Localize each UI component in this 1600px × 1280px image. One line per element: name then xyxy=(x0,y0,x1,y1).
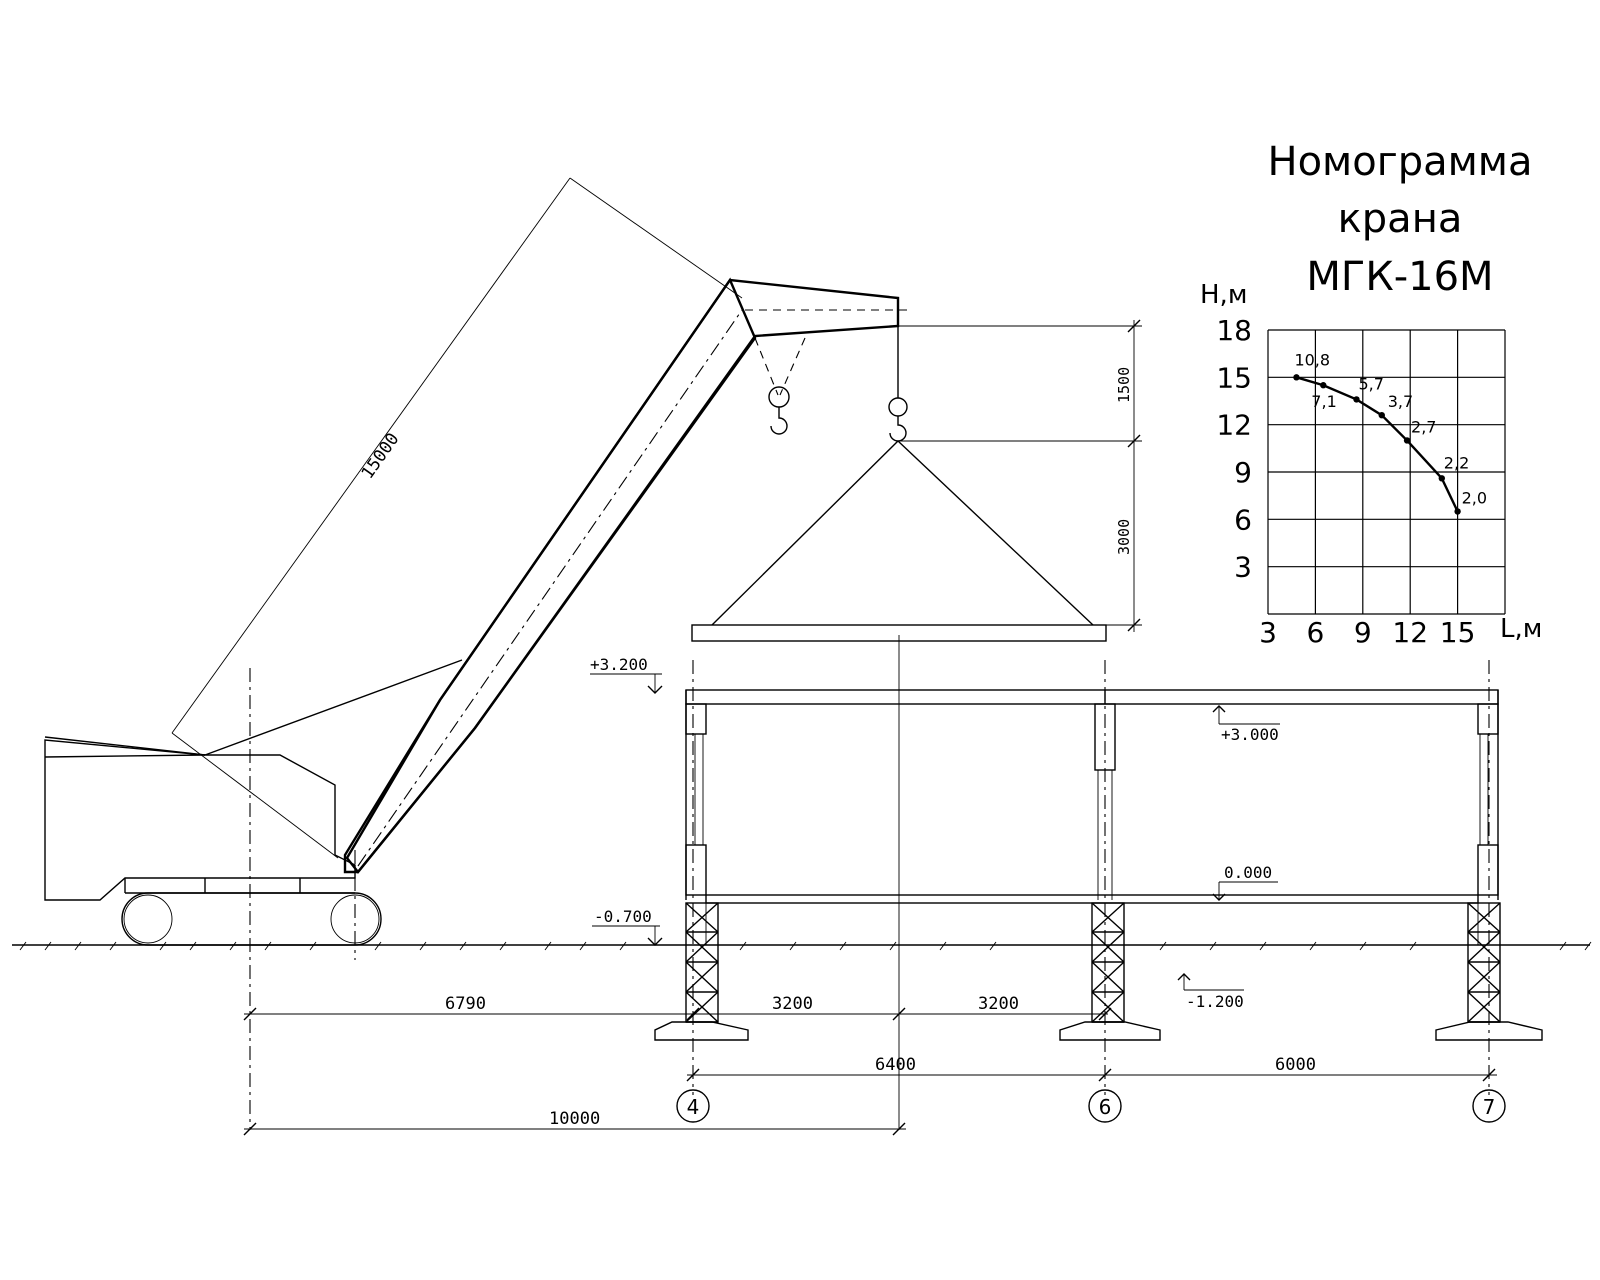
chart-point xyxy=(1438,475,1446,482)
ground-hatch-mark xyxy=(1359,941,1367,951)
lattice-column xyxy=(685,902,719,1023)
ground-hatch-mark xyxy=(1259,941,1267,951)
title-line-1: Номограмма xyxy=(1268,139,1533,185)
dim-6400: 6400 xyxy=(875,1055,916,1075)
ground-hatch-mark xyxy=(889,941,897,951)
auxiliary-hook-icon xyxy=(768,386,790,408)
chart-y-axis-label: H,м xyxy=(1200,280,1247,310)
ground-hatch-mark xyxy=(1209,941,1217,951)
ground-hatch-mark xyxy=(1159,941,1167,951)
ground-hatch-mark xyxy=(309,941,317,951)
level-minus-0700: -0.700 xyxy=(594,907,652,926)
ground-hatch-mark xyxy=(739,941,747,951)
ground-hatch-mark xyxy=(989,941,997,951)
dim-3200-a: 3200 xyxy=(772,994,813,1014)
chart-point-label: 5,7 xyxy=(1358,374,1383,393)
dimensions: 6790 3200 3200 6400 6000 10000 xyxy=(243,635,1497,1136)
ground-hatch-mark xyxy=(74,941,82,951)
ground-hatch-mark xyxy=(459,941,467,951)
chart-point-label: 2,7 xyxy=(1411,417,1436,436)
chart-point xyxy=(1403,437,1411,444)
chart-point-label: 3,7 xyxy=(1388,392,1413,411)
dim-6790: 6790 xyxy=(445,994,486,1014)
chart-point-label: 7,1 xyxy=(1311,392,1336,411)
title-line-3: МГК-16М xyxy=(1306,254,1493,300)
dim-10000: 10000 xyxy=(549,1109,600,1129)
axis-label-4: 4 xyxy=(687,1095,700,1119)
chart-point-label: 10,8 xyxy=(1294,350,1330,369)
chart-y-tick-label: 12 xyxy=(1216,409,1252,442)
axis-circle-6 xyxy=(1088,1089,1122,1123)
level-minus-1200: -1.200 xyxy=(1186,992,1244,1011)
ground-hatch-mark xyxy=(374,941,382,951)
lattice-column xyxy=(1091,902,1125,1023)
chart-point xyxy=(1378,412,1385,419)
grid-axis-markers: 4 6 7 xyxy=(676,1089,1506,1123)
ground-hatch-mark xyxy=(499,941,507,951)
title-block: Номограмма крана МГК-16М xyxy=(1268,139,1533,300)
ground xyxy=(12,941,1592,951)
ground-hatch-mark xyxy=(44,941,52,951)
dim-3200-b: 3200 xyxy=(978,994,1019,1014)
axis-label-6: 6 xyxy=(1099,1095,1112,1119)
chart-y-tick-label: 9 xyxy=(1234,456,1252,489)
chart-point-label: 2,0 xyxy=(1462,488,1487,507)
ground-hatch-mark xyxy=(109,941,117,951)
dim-6000: 6000 xyxy=(1275,1055,1316,1075)
ground-hatch-mark xyxy=(1409,941,1417,951)
chart-points: 10,8 7,1 5,7 3,7 2,7 2,2 2,0 xyxy=(1293,350,1487,515)
chart-x-tick-label: 3 xyxy=(1259,616,1277,649)
ground-hatch-mark xyxy=(939,941,947,951)
chart-x-tick-label: 6 xyxy=(1306,616,1324,649)
chart-point xyxy=(1454,508,1461,515)
ground-hatch-mark xyxy=(264,941,272,951)
chart-y-ticks: 3 6 9 12 15 18 xyxy=(1216,314,1252,584)
building xyxy=(654,660,1543,1095)
chart-x-axis-label: L,м xyxy=(1500,614,1542,644)
chart-y-tick-label: 3 xyxy=(1234,551,1252,584)
ground-hatch-mark xyxy=(1584,941,1592,951)
ground-hatch-mark xyxy=(579,941,587,951)
level-marks: +3.200 +3.000 0.000 -0.700 -1.200 xyxy=(590,655,1280,1011)
chart-x-tick-label: 15 xyxy=(1440,616,1476,649)
chart-x-tick-label: 12 xyxy=(1392,616,1428,649)
ground-hatch-mark xyxy=(19,941,27,951)
level-zero: 0.000 xyxy=(1224,863,1272,882)
title-line-2: крана xyxy=(1338,196,1463,242)
axis-circle-4 xyxy=(676,1089,710,1123)
chart-y-tick-label: 18 xyxy=(1216,314,1252,347)
ground-hatch-mark xyxy=(789,941,797,951)
ground-hatch-mark xyxy=(544,941,552,951)
axis-circle-7 xyxy=(1472,1089,1506,1123)
axis-label-7: 7 xyxy=(1483,1095,1496,1119)
chart-y-tick-label: 15 xyxy=(1216,361,1252,394)
boom-length-label: 15000 xyxy=(358,429,404,482)
chart-point xyxy=(1353,396,1360,403)
level-plus-3200: +3.200 xyxy=(590,655,648,674)
level-plus-3000: +3.000 xyxy=(1221,725,1279,744)
chart-point-label: 2,2 xyxy=(1444,453,1469,472)
chart-x-tick-label: 9 xyxy=(1354,616,1372,649)
chart-y-tick-label: 6 xyxy=(1234,503,1252,536)
ground-hatch-mark xyxy=(419,941,427,951)
main-hook-icon xyxy=(888,397,908,417)
ground-hatch-mark xyxy=(1309,941,1317,951)
chart-point xyxy=(1293,374,1300,381)
crane: 15000 1500 3000 xyxy=(44,177,1142,1130)
ground-hatch-mark xyxy=(189,941,197,951)
sling-dim-3000: 3000 xyxy=(1115,519,1133,555)
ground-hatch-mark xyxy=(619,941,627,951)
chart-grid xyxy=(1267,329,1506,615)
ground-hatch-mark xyxy=(159,941,167,951)
ground-hatch-mark xyxy=(229,941,237,951)
hook-dim-1500: 1500 xyxy=(1115,367,1133,403)
lattice-column xyxy=(1467,902,1501,1023)
ground-hatch-mark xyxy=(839,941,847,951)
chart-point xyxy=(1320,382,1327,389)
ground-hatch-mark xyxy=(1559,941,1567,951)
